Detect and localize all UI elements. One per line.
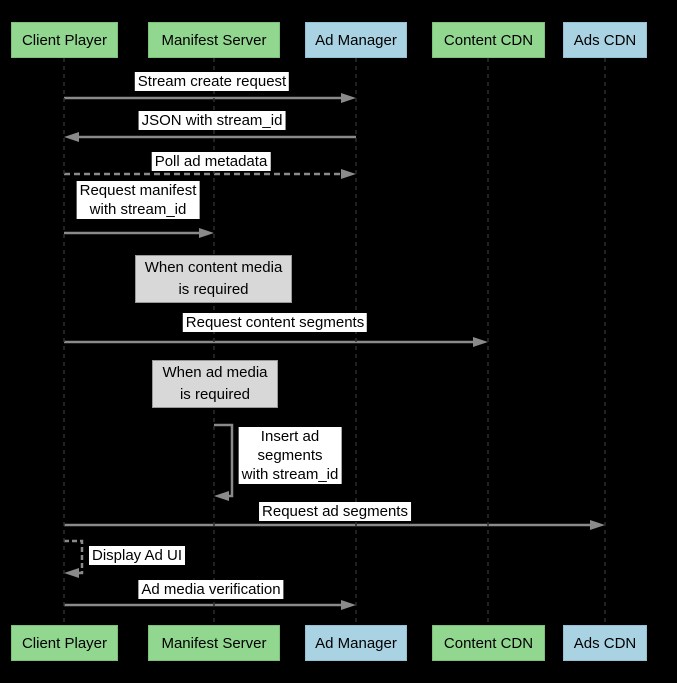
arrow-request-manifest	[64, 228, 214, 238]
arrow-ad-media-verification	[64, 600, 356, 610]
message-label-line: with stream_id	[241, 466, 339, 483]
note-when-content-media: When content media is required	[135, 255, 292, 303]
arrowhead-right-icon	[341, 600, 356, 610]
arrow-request-ad-segments	[64, 520, 605, 530]
message-label-line: Insert ad	[260, 428, 320, 445]
actor-ads-cdn-top: Ads CDN	[563, 22, 647, 58]
message-label-insert-ad-segments: Insert ad segments with stream_id	[238, 427, 342, 484]
message-label-line: segments	[257, 447, 323, 464]
actor-content-cdn-bottom: Content CDN	[432, 625, 545, 661]
note-when-ad-media: When ad media is required	[152, 360, 278, 408]
note-line: When ad media	[162, 364, 268, 381]
arrow-json-with-stream-id	[64, 132, 356, 142]
note-line: is required	[179, 386, 251, 403]
message-label-request-manifest: Request manifest with stream_id	[76, 181, 200, 219]
message-label-line: Request manifest	[79, 182, 197, 199]
arrowhead-left-icon	[214, 491, 229, 501]
arrowhead-right-icon	[199, 228, 214, 238]
arrow-stream-create-request	[64, 93, 356, 103]
actor-client-player-bottom: Client Player	[11, 625, 118, 661]
actor-ad-manager-top: Ad Manager	[305, 22, 407, 58]
message-label-ad-media-verification: Ad media verification	[138, 580, 284, 599]
message-label-display-ad-ui: Display Ad UI	[89, 546, 186, 565]
actor-manifest-server-top: Manifest Server	[148, 22, 280, 58]
message-label-poll-ad-metadata: Poll ad metadata	[151, 152, 271, 171]
actor-ads-cdn-bottom: Ads CDN	[563, 625, 647, 661]
actor-content-cdn-top: Content CDN	[432, 22, 545, 58]
arrow-request-content-segments	[64, 337, 488, 347]
actor-ad-manager-bottom: Ad Manager	[305, 625, 407, 661]
message-label-json-with-stream-id: JSON with stream_id	[138, 111, 286, 130]
note-line: is required	[178, 281, 249, 298]
arrowhead-right-icon	[341, 93, 356, 103]
self-loop-display-ad-ui	[64, 539, 84, 578]
actor-client-player-top: Client Player	[11, 22, 118, 58]
arrowhead-right-icon	[341, 169, 356, 179]
arrowhead-right-icon	[590, 520, 605, 530]
self-loop-insert-ad-segments	[214, 423, 234, 501]
message-label-request-content-segments: Request content segments	[182, 313, 368, 332]
message-label-line: with stream_id	[89, 201, 187, 218]
actor-manifest-server-bottom: Manifest Server	[148, 625, 280, 661]
note-line: When content media	[144, 259, 283, 276]
arrow-poll-ad-metadata	[64, 169, 356, 179]
arrowhead-left-icon	[64, 132, 79, 142]
arrowhead-right-icon	[473, 337, 488, 347]
message-label-request-ad-segments: Request ad segments	[259, 502, 411, 521]
message-label-stream-create-request: Stream create request	[134, 72, 290, 91]
arrowhead-left-icon	[64, 568, 79, 578]
